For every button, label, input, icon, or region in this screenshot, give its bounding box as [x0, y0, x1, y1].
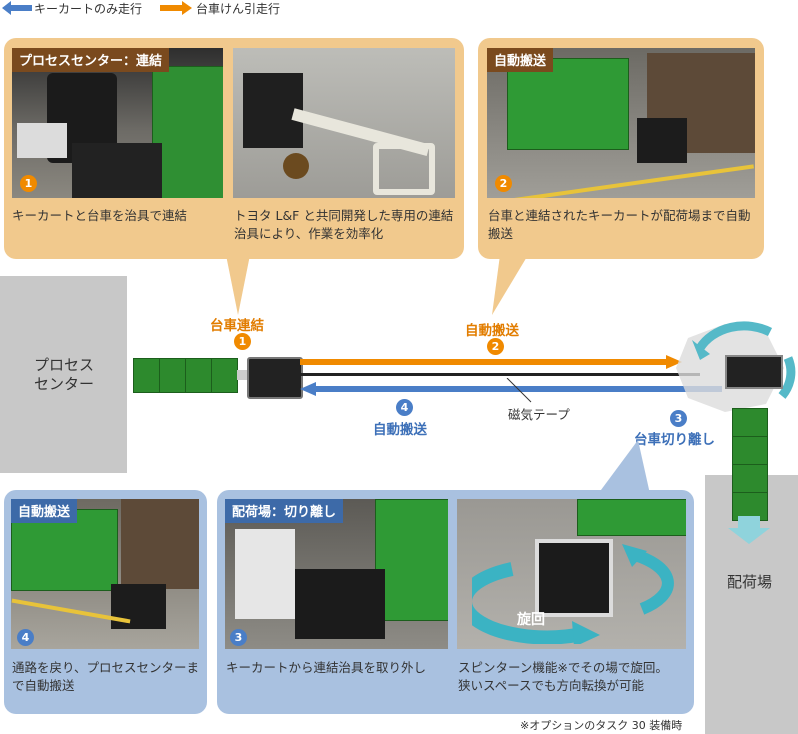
badge-detach: 配荷場：切り離し	[225, 499, 344, 523]
spin-turn-icon	[676, 321, 796, 412]
crate	[732, 408, 768, 437]
footnote: ※オプションのタスク 30 装備時	[520, 719, 683, 732]
photo-connect-worker: プロセスセンター：連結 1	[12, 48, 223, 198]
step1-label: 台車連結	[210, 318, 264, 334]
photo-return-transport: 自動搬送 4	[11, 499, 199, 649]
caption-connect-left: キーカートと台車を治具で連結	[12, 208, 188, 223]
caption-detach: キーカートから連結治具を取り外し	[226, 660, 427, 675]
crate	[133, 358, 160, 393]
caption-auto-transport-4: 通路を戻り、プロセスセンターまで自動搬送	[12, 660, 200, 693]
process-center-label: プロセスセンター	[34, 356, 95, 393]
callout-pointer-transport	[492, 255, 528, 315]
crate	[732, 436, 768, 465]
orange-route-arrow	[300, 355, 682, 369]
legend-orange-label: 台車けん引走行	[196, 2, 281, 16]
photo-coupling-jig	[233, 48, 455, 198]
step4-label: 自動搬送	[373, 422, 427, 438]
photo-auto-transport: 自動搬送 2	[487, 48, 755, 198]
step3-label: 台車切り離し	[634, 432, 715, 448]
rotate-label: 旋回	[517, 612, 545, 628]
magnetic-tape-line	[300, 373, 700, 376]
process-center-block	[0, 276, 127, 473]
badge-auto-transport-2: 自動搬送	[487, 48, 554, 72]
step2-number: 2	[487, 338, 504, 355]
legend-blue-arrow	[2, 1, 32, 15]
step2-label: 自動搬送	[465, 323, 519, 339]
caption-connect-right: トヨタ L&F と共同開発した専用の連結治具により、作業を効率化	[234, 208, 454, 241]
magnetic-tape-label: 磁気テープ	[508, 407, 570, 422]
caption-spin-line1: スピンターン機能※でその場で旋回。	[458, 660, 668, 675]
tape-leader-line	[506, 378, 532, 403]
number-badge-4: 4	[17, 629, 34, 646]
callout-pointer-detach	[598, 440, 650, 494]
crate	[185, 358, 212, 393]
number-badge-2: 2	[495, 175, 512, 192]
rotate-arrow-icon	[472, 544, 674, 644]
step3-number: 3	[670, 410, 687, 427]
legend-blue-label: キーカートのみ走行	[34, 2, 143, 16]
down-arrow-icon	[728, 516, 770, 544]
blue-route-arrow	[300, 382, 722, 396]
cart-coupler	[237, 370, 247, 380]
photo-spin-turn: 旋回	[457, 499, 686, 649]
key-cart-left	[247, 357, 303, 399]
number-badge-1: 1	[20, 175, 37, 192]
step4-number: 4	[396, 399, 413, 416]
badge-connect: プロセスセンター：連結	[12, 48, 170, 72]
number-badge-3: 3	[230, 629, 247, 646]
callout-pointer-connect	[226, 255, 250, 315]
shipping-area-label: 配荷場	[727, 573, 773, 591]
badge-auto-transport-4: 自動搬送	[11, 499, 78, 523]
caption-auto-transport-2: 台車と連結されたキーカートが配荷場まで自動搬送	[488, 208, 751, 241]
legend-orange-arrow	[160, 1, 192, 15]
step1-number: 1	[234, 333, 251, 350]
crate	[159, 358, 186, 393]
photo-detach-jig: 配荷場：切り離し 3	[225, 499, 448, 649]
caption-spin-line2: 狭いスペースでも方向転換が可能	[458, 678, 645, 693]
crate	[211, 358, 238, 393]
crate	[732, 464, 768, 493]
